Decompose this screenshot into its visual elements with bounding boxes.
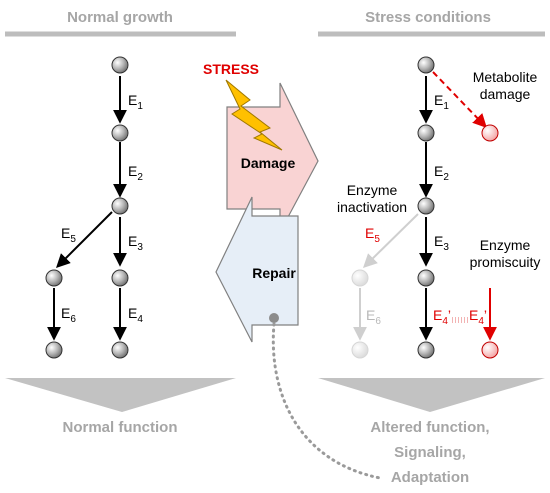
- metabolite-damage-line2: damage: [480, 86, 531, 102]
- right-enzyme-e4-prime-b: E4’: [469, 307, 487, 327]
- left-title: Normal growth: [67, 9, 173, 26]
- right-metabolite-2: [417, 124, 435, 142]
- enzyme-promiscuity-line1: Enzyme: [480, 237, 531, 253]
- left-enzyme-e2: E2: [128, 163, 143, 183]
- repair-label: Repair: [252, 265, 296, 281]
- right-footer-line3: Adaptation: [391, 469, 469, 486]
- enzyme-inactivation-line1: Enzyme: [347, 182, 398, 198]
- left-enzyme-e4: E4: [128, 305, 143, 325]
- right-footer-line2: Signaling,: [394, 444, 466, 461]
- signaling-dotted-path: [271, 322, 382, 480]
- right-metabolite-6-faded: [351, 341, 369, 359]
- right-funnel: [318, 378, 545, 412]
- left-metabolite-3: [111, 197, 129, 215]
- right-metabolite-3: [417, 197, 435, 215]
- right-enzyme-e3: E3: [434, 233, 449, 253]
- left-metabolite-7: [111, 341, 129, 359]
- left-footer: Normal function: [63, 419, 178, 436]
- right-arrow-e5-inactive: [363, 213, 419, 268]
- left-enzyme-e6: E6: [61, 305, 76, 325]
- left-enzyme-e5: E5: [61, 225, 76, 245]
- stress-label: STRESS: [203, 61, 259, 77]
- middle-panel: Damage Repair STRESS: [203, 61, 382, 480]
- metabolite-damage-line1: Metabolite: [473, 69, 538, 85]
- enzyme-inactivation-line2: inactivation: [337, 199, 407, 215]
- lightning-bolt-icon: [225, 79, 283, 151]
- left-arrow-e5: [56, 211, 113, 268]
- right-metabolite-7: [417, 341, 435, 359]
- left-metabolite-4: [111, 269, 129, 287]
- right-enzyme-e2: E2: [434, 163, 449, 183]
- right-metabolite-4: [417, 269, 435, 287]
- right-metabolite-5-faded: [351, 269, 369, 287]
- repair-arrow: [215, 196, 299, 343]
- damaged-metabolite: [481, 124, 499, 142]
- right-enzyme-e4-prime-a: E4’: [433, 307, 451, 327]
- right-footer-line1: Altered function,: [370, 419, 489, 436]
- signaling-origin-dot: [269, 313, 279, 323]
- left-metabolite-6: [45, 341, 63, 359]
- right-title: Stress conditions: [365, 9, 491, 26]
- metabolite-damage-arrow: [432, 71, 487, 129]
- left-metabolite-2: [111, 124, 129, 142]
- left-funnel: [5, 378, 236, 412]
- left-metabolite-5: [45, 269, 63, 287]
- enzyme-promiscuity-line2: promiscuity: [470, 254, 541, 270]
- promiscuity-product: [481, 341, 499, 359]
- left-panel: Normal growth E1 E2 E3 E5 E4 E6 Normal f…: [5, 9, 236, 436]
- right-metabolite-1: [417, 56, 435, 74]
- left-metabolite-1: [111, 56, 129, 74]
- right-enzyme-e1: E1: [434, 92, 449, 112]
- damage-label: Damage: [241, 155, 296, 171]
- left-enzyme-e1: E1: [128, 92, 143, 112]
- right-panel: Stress conditions E1 E2 E3 E5 E6 E4’ E4’: [318, 9, 545, 486]
- left-enzyme-e3: E3: [128, 233, 143, 253]
- right-enzyme-e5-inactive: E5: [365, 225, 380, 245]
- right-enzyme-e6-faded: E6: [366, 307, 381, 327]
